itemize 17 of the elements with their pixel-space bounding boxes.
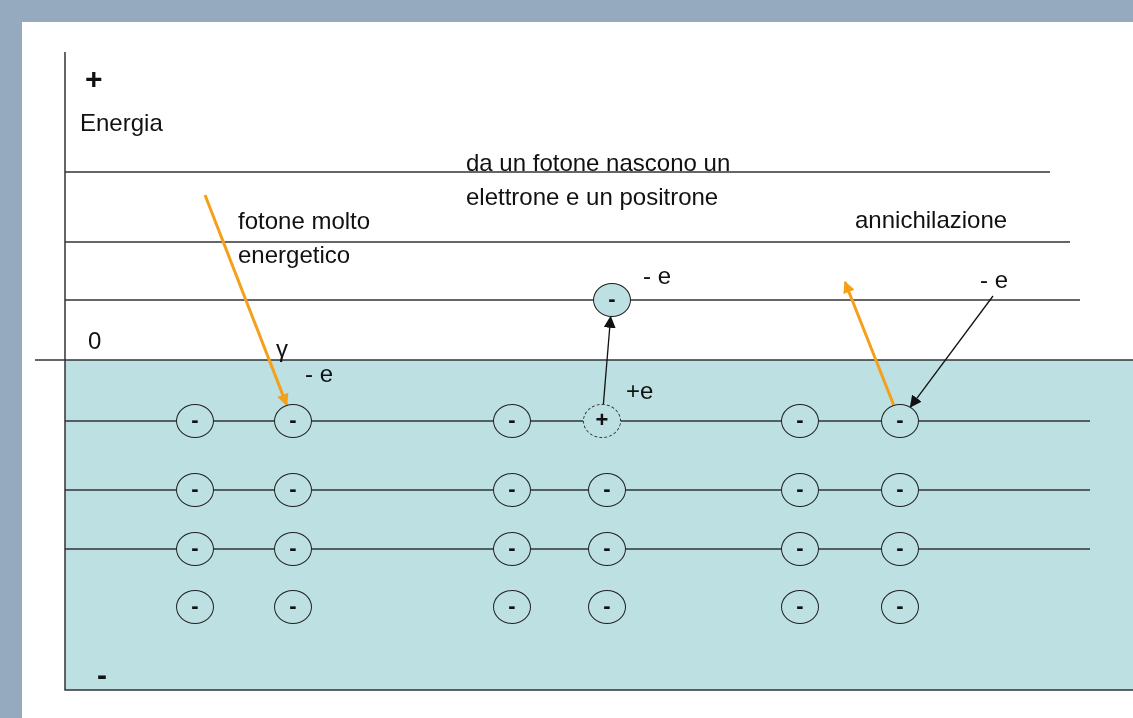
annotation-text: annichilazione [855, 205, 1008, 235]
arrow [909, 295, 994, 408]
charge-label: +e [626, 376, 654, 406]
electron-circle: - [593, 283, 631, 317]
minus-sign: - [97, 660, 107, 690]
annotation-text: da un fotone nascono un elettrone e un positrone [466, 148, 732, 212]
arrow [843, 280, 896, 406]
charge-label: - e [305, 359, 333, 389]
axis-value: 0 [88, 326, 102, 356]
charge-label: - e [980, 265, 1008, 295]
arrow [203, 194, 289, 406]
photon-symbol: γ [276, 334, 288, 364]
plus-sign: + [85, 64, 103, 94]
arrow [602, 315, 616, 405]
annotation-text: fotone molto energetico [238, 206, 372, 270]
charge-label: - e [643, 261, 671, 291]
axis-title: Energia [80, 108, 163, 138]
